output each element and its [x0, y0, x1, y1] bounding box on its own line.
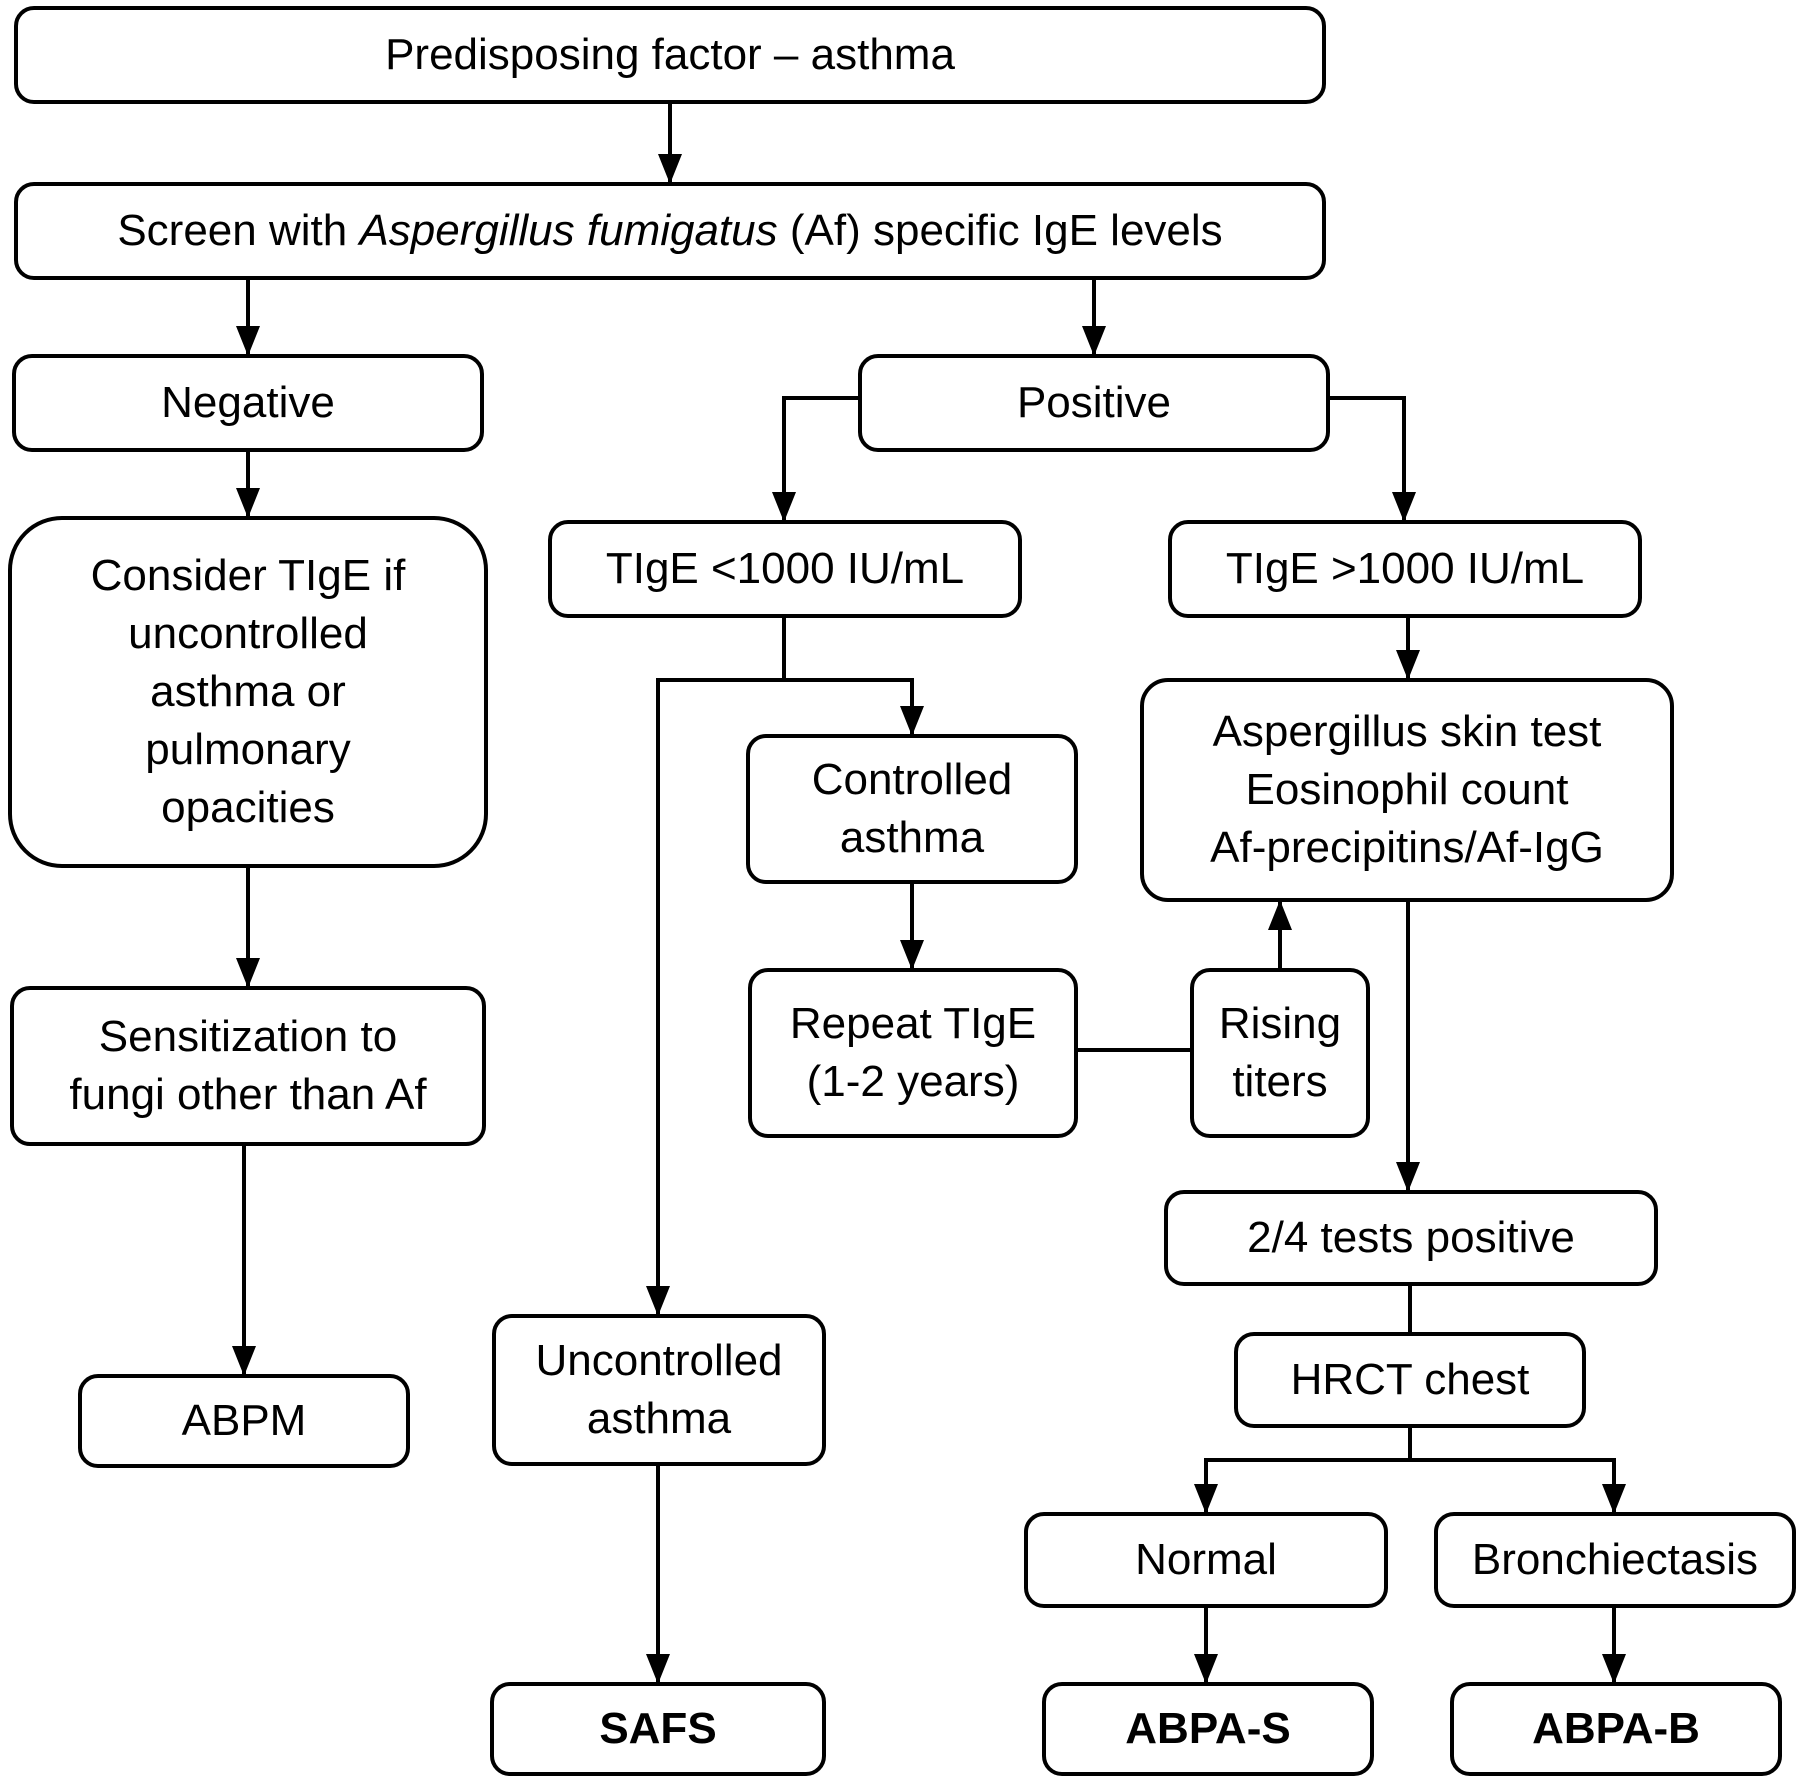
predisposing-factor-box: Predisposing factor – asthma [14, 6, 1326, 104]
bronchiectasis-box: Bronchiectasis [1434, 1512, 1796, 1608]
safs-box: SAFS [490, 1682, 826, 1776]
predisposing-factor-label: Predisposing factor – asthma [385, 30, 955, 79]
normal-label: Normal [1135, 1535, 1277, 1584]
screen-box: Screen with Aspergillus fumigatus (Af) s… [14, 182, 1326, 280]
abpa-b-label: ABPA-B [1532, 1704, 1700, 1753]
uncontrolled-asthma-box: Uncontrolled asthma [492, 1314, 826, 1466]
arrow-tige-low-to-controlled [784, 678, 924, 736]
repeat-tige-label: Repeat TIgE (1-2 years) [789, 999, 1037, 1106]
tige-low-label: TIgE <1000 IU/mL [605, 544, 965, 593]
normal-box: Normal [1024, 1512, 1388, 1608]
screen-label-prefix: Screen with [117, 206, 360, 255]
negative-box: Negative [12, 354, 484, 452]
arrow-hrct-to-bronchiectasis [1410, 1458, 1626, 1514]
negative-label: Negative [161, 378, 335, 427]
hrct-chest-box: HRCT chest [1234, 1332, 1586, 1428]
consider-tige-box: Consider TIgE if uncontrolled asthma or … [8, 516, 488, 868]
abpa-s-label: ABPA-S [1125, 1704, 1291, 1753]
safs-label: SAFS [599, 1704, 717, 1753]
controlled-asthma-label: Controlled asthma [811, 755, 1013, 862]
uncontrolled-asthma-label: Uncontrolled asthma [535, 1336, 783, 1443]
consider-tige-label: Consider TIgE if uncontrolled asthma or … [90, 551, 406, 832]
positive-label: Positive [1016, 378, 1172, 427]
tests-label: Aspergillus skin test Eosinophil count A… [1210, 707, 1604, 872]
rising-titers-label: Rising titers [1218, 999, 1342, 1106]
controlled-asthma-box: Controlled asthma [746, 734, 1078, 884]
sensitization-label: Sensitization to fungi other than Af [69, 1012, 427, 1119]
tige-low-box: TIgE <1000 IU/mL [548, 520, 1022, 618]
arrow-positive-to-tige-low [772, 396, 858, 522]
tests-box: Aspergillus skin test Eosinophil count A… [1140, 678, 1674, 902]
screen-label: Screen with Aspergillus fumigatus (Af) s… [117, 202, 1222, 260]
abpm-box: ABPM [78, 1374, 410, 1468]
abpa-s-box: ABPA-S [1042, 1682, 1374, 1776]
two-of-four-label: 2/4 tests positive [1247, 1213, 1575, 1262]
screen-label-organism: Aspergillus fumigatus [359, 206, 778, 255]
tige-high-label: TIgE >1000 IU/mL [1225, 544, 1585, 593]
rising-titers-box: Rising titers [1190, 968, 1370, 1138]
two-of-four-box: 2/4 tests positive [1164, 1190, 1658, 1286]
bronchiectasis-label: Bronchiectasis [1471, 1535, 1759, 1584]
tige-high-box: TIgE >1000 IU/mL [1168, 520, 1642, 618]
positive-box: Positive [858, 354, 1330, 452]
arrow-tige-low-to-uncontrolled [646, 678, 784, 1316]
abpa-b-box: ABPA-B [1450, 1682, 1782, 1776]
abpm-label: ABPM [181, 1396, 307, 1445]
repeat-tige-box: Repeat TIgE (1-2 years) [748, 968, 1078, 1138]
arrow-positive-to-tige-high [1330, 396, 1416, 522]
hrct-chest-label: HRCT chest [1290, 1355, 1530, 1404]
sensitization-box: Sensitization to fungi other than Af [10, 986, 486, 1146]
arrow-hrct-to-normal [1194, 1458, 1410, 1514]
screen-label-suffix: (Af) specific IgE levels [777, 206, 1223, 255]
